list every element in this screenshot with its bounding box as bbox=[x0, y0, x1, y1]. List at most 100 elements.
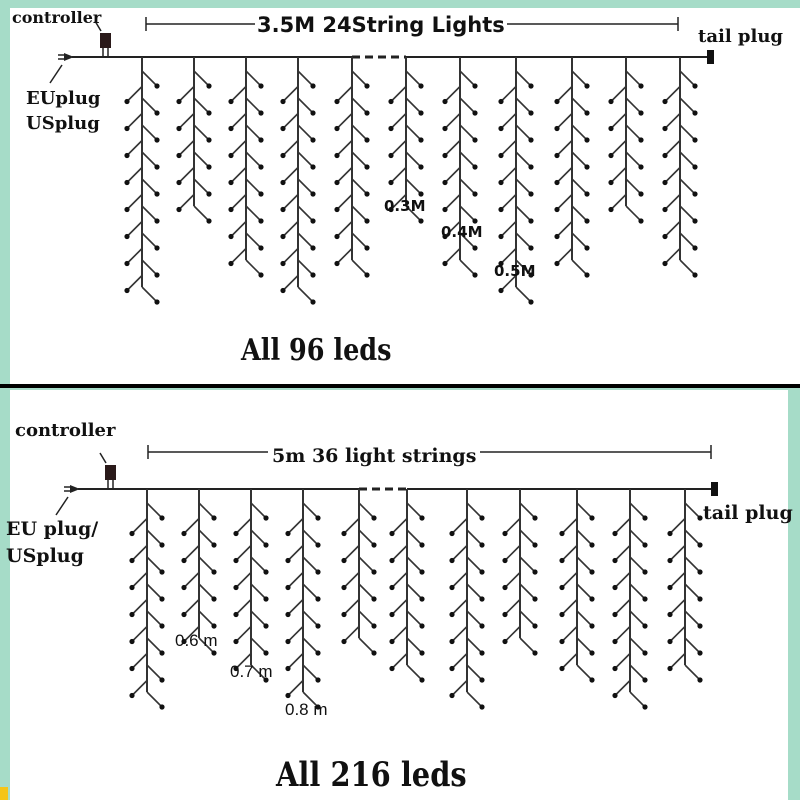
led-dot bbox=[334, 125, 340, 132]
led-dot bbox=[280, 152, 286, 159]
led-dot bbox=[584, 110, 590, 116]
plug-icon bbox=[64, 53, 74, 61]
led-dot bbox=[159, 542, 165, 548]
span-label-bottom: 5m 36 light strings bbox=[268, 445, 481, 467]
led-dot bbox=[479, 704, 485, 710]
led-dot bbox=[388, 98, 394, 105]
led-dot bbox=[638, 191, 644, 197]
led-dot bbox=[371, 650, 377, 656]
plug-label-top-2: USplug bbox=[26, 113, 100, 134]
led-dot bbox=[589, 623, 595, 629]
led-dot bbox=[584, 272, 590, 278]
led-dot bbox=[418, 218, 424, 224]
led-dot bbox=[419, 623, 425, 629]
led-dot bbox=[159, 677, 165, 683]
accent-strip bbox=[0, 787, 8, 800]
led-dot bbox=[498, 260, 504, 267]
led-dot bbox=[638, 137, 644, 143]
led-dot bbox=[528, 218, 534, 224]
length-label-0-4: 0.4M bbox=[441, 223, 483, 241]
led-dot bbox=[528, 272, 534, 278]
led-dot bbox=[280, 125, 286, 132]
led-dot bbox=[124, 179, 130, 186]
led-dot bbox=[472, 218, 478, 224]
length-label-0-6: 0.6 m bbox=[175, 631, 218, 650]
led-dot bbox=[532, 569, 538, 575]
led-dot bbox=[124, 287, 130, 294]
led-dot bbox=[589, 542, 595, 548]
led-dot bbox=[554, 179, 560, 186]
led-dot bbox=[159, 569, 165, 575]
total-leds-top: All 96 leds bbox=[241, 333, 392, 368]
tail-plug-label-top: tail plug bbox=[698, 26, 784, 47]
led-dot bbox=[154, 218, 160, 224]
led-dot bbox=[697, 623, 703, 629]
led-dot bbox=[418, 110, 424, 116]
length-label-0-5: 0.5M bbox=[494, 262, 536, 280]
led-dot bbox=[472, 245, 478, 251]
led-dot bbox=[479, 650, 485, 656]
led-dot bbox=[638, 218, 644, 224]
led-dot bbox=[159, 515, 165, 521]
led-dot bbox=[124, 152, 130, 159]
led-dot bbox=[389, 584, 395, 591]
led-dot bbox=[662, 125, 668, 132]
led-dot bbox=[498, 233, 504, 240]
led-dot bbox=[310, 164, 316, 170]
led-dot bbox=[181, 530, 187, 537]
led-dot bbox=[642, 623, 648, 629]
led-dot bbox=[176, 206, 182, 213]
led-dot bbox=[233, 638, 239, 645]
led-dot bbox=[502, 611, 508, 618]
led-dot bbox=[554, 98, 560, 105]
led-dot bbox=[528, 245, 534, 251]
led-dot bbox=[176, 152, 182, 159]
led-dot bbox=[285, 665, 291, 672]
led-dot bbox=[315, 569, 321, 575]
led-dot bbox=[612, 584, 618, 591]
led-dot bbox=[442, 233, 448, 240]
led-dot bbox=[554, 233, 560, 240]
led-dot bbox=[532, 542, 538, 548]
led-dot bbox=[176, 125, 182, 132]
led-dot bbox=[315, 650, 321, 656]
led-dot bbox=[129, 665, 135, 672]
led-dot bbox=[181, 584, 187, 591]
led-dot bbox=[498, 287, 504, 294]
led-dot bbox=[129, 638, 135, 645]
led-dot bbox=[389, 557, 395, 564]
led-dot bbox=[371, 515, 377, 521]
led-dot bbox=[310, 137, 316, 143]
led-dot bbox=[642, 596, 648, 602]
led-dot bbox=[692, 164, 698, 170]
span-label-top: 3.5M 24String Lights bbox=[255, 13, 507, 37]
led-dot bbox=[472, 110, 478, 116]
led-dot bbox=[285, 584, 291, 591]
led-dot bbox=[228, 179, 234, 186]
led-dot bbox=[233, 665, 239, 672]
led-dot bbox=[502, 584, 508, 591]
total-leds-bottom: All 216 leds bbox=[276, 755, 467, 795]
led-dot bbox=[388, 152, 394, 159]
led-dot bbox=[258, 164, 264, 170]
led-dot bbox=[419, 569, 425, 575]
led-dot bbox=[638, 110, 644, 116]
led-dot bbox=[667, 584, 673, 591]
led-dot bbox=[364, 245, 370, 251]
led-dot bbox=[442, 125, 448, 132]
led-dot bbox=[258, 110, 264, 116]
led-dot bbox=[211, 569, 217, 575]
led-dot bbox=[667, 557, 673, 564]
led-dot bbox=[532, 515, 538, 521]
led-dot bbox=[310, 218, 316, 224]
led-dot bbox=[176, 98, 182, 105]
led-dot bbox=[472, 272, 478, 278]
led-dot bbox=[418, 191, 424, 197]
led-dot bbox=[206, 110, 212, 116]
led-dot bbox=[388, 125, 394, 132]
led-dot bbox=[528, 137, 534, 143]
led-dot bbox=[479, 515, 485, 521]
led-dot bbox=[662, 152, 668, 159]
led-dot bbox=[419, 677, 425, 683]
